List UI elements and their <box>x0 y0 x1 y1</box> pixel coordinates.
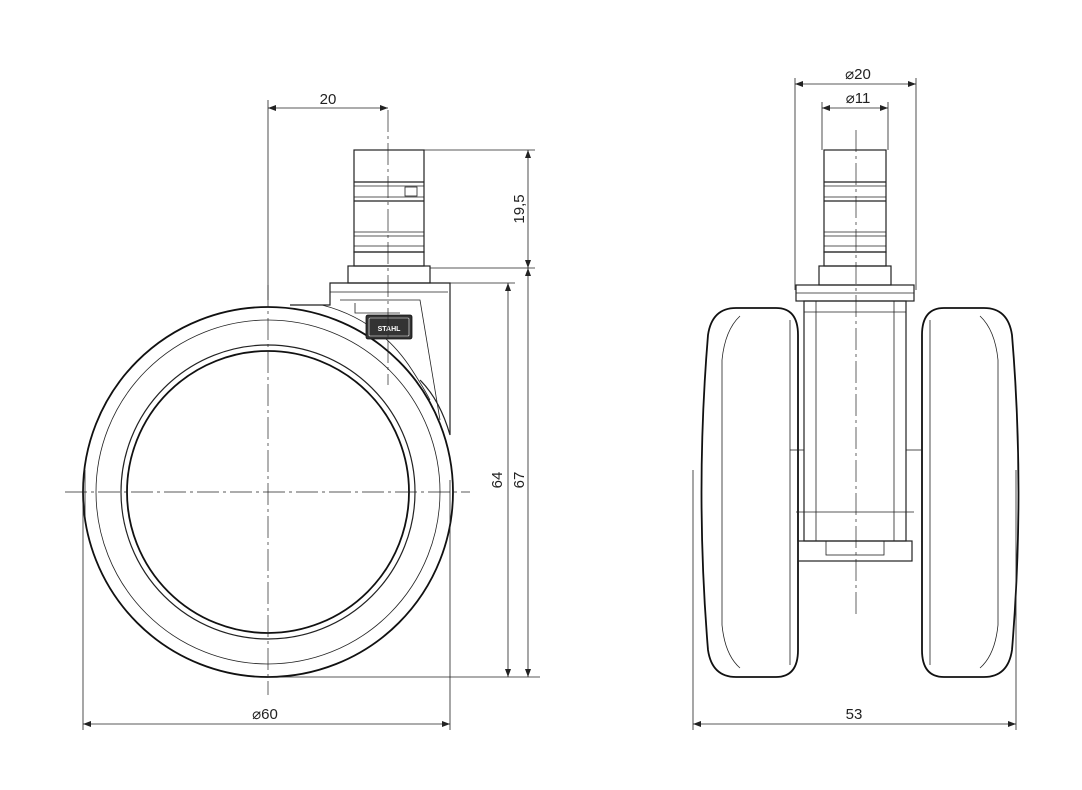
dim-stem-outer-arrow-left <box>795 81 803 87</box>
front-housing <box>790 284 922 562</box>
stem-neck <box>353 251 425 267</box>
dim-outer-diameter: ⌀60 <box>82 480 451 730</box>
brand-logo: STAHL <box>365 314 413 340</box>
brand-logo-text: STAHL <box>378 326 402 333</box>
dim-outer-diameter-arrow-left <box>83 721 91 727</box>
dim-total-height-arrow-top <box>525 268 531 276</box>
dim-stem-inner-label: ⌀11 <box>846 90 871 107</box>
dim-total-height-arrow-bottom <box>525 669 531 677</box>
dim-stem-outer-diameter: ⌀20 <box>794 66 917 290</box>
side-center-lines <box>65 110 470 695</box>
dim-overall-width-arrow-right <box>1008 721 1016 727</box>
front-wheel-right <box>921 307 1020 678</box>
stem-side <box>347 149 431 284</box>
dim-stem-outer-label: ⌀20 <box>845 66 871 83</box>
dim-stem-height-arrow-bottom <box>525 260 531 268</box>
front-housing-body <box>803 300 907 542</box>
dim-wheel-diameter-label: 64 <box>489 472 506 489</box>
dim-stem-height-label: 19,5 <box>511 194 528 223</box>
stem-front-collar <box>818 265 892 286</box>
dim-wheel-diameter-arrow-top <box>505 283 511 291</box>
dim-stem-offset: 20 <box>267 91 388 300</box>
brand-logo-frame <box>368 317 410 337</box>
stem-front <box>818 149 892 286</box>
housing-inner-curve-2 <box>340 299 441 421</box>
dim-stem-offset-arrow-right <box>380 105 388 111</box>
front-wheel-right-outline <box>921 307 1020 678</box>
front-wheel-right-inner <box>979 315 999 669</box>
dim-stem-offset-label: 20 <box>320 91 337 108</box>
side-view: STAHL 20 <box>65 91 540 730</box>
front-wheel-left-outline <box>700 307 799 678</box>
dim-overall-width-arrow-left <box>693 721 701 727</box>
dim-stem-inner-arrow-right <box>880 105 888 111</box>
dim-stem-inner-arrow-left <box>822 105 830 111</box>
dim-overall-width-label: 53 <box>846 706 863 723</box>
front-wheel-left <box>700 307 799 678</box>
stem-collar <box>347 265 431 284</box>
dim-wheel-diameter: 64 <box>268 282 540 678</box>
dim-outer-diameter-arrow-right <box>442 721 450 727</box>
front-axle-block <box>797 540 913 562</box>
dim-stem-height-arrow-top <box>525 150 531 158</box>
dim-stem-offset-arrow-left <box>268 105 276 111</box>
brand-logo-plate <box>365 314 413 340</box>
housing-inner-curve <box>321 304 431 401</box>
front-view: ⌀20 ⌀11 53 <box>692 66 1020 730</box>
front-axle-center <box>825 540 885 556</box>
housing-small-bracket <box>354 303 400 314</box>
dim-stem-inner-diameter: ⌀11 <box>821 90 889 150</box>
dim-wheel-diameter-arrow-bottom <box>505 669 511 677</box>
stem-clip-slot <box>404 186 418 197</box>
dim-stem-height: 19,5 <box>424 149 535 269</box>
dim-total-height: 67 <box>511 268 531 677</box>
dim-overall-width: 53 <box>692 470 1017 730</box>
dim-outer-diameter-label: ⌀60 <box>252 706 278 723</box>
front-wheel-left-inner <box>721 315 741 669</box>
dim-total-height-label: 67 <box>511 472 528 489</box>
stem-front-neck <box>823 251 887 267</box>
dim-stem-outer-arrow-right <box>908 81 916 87</box>
